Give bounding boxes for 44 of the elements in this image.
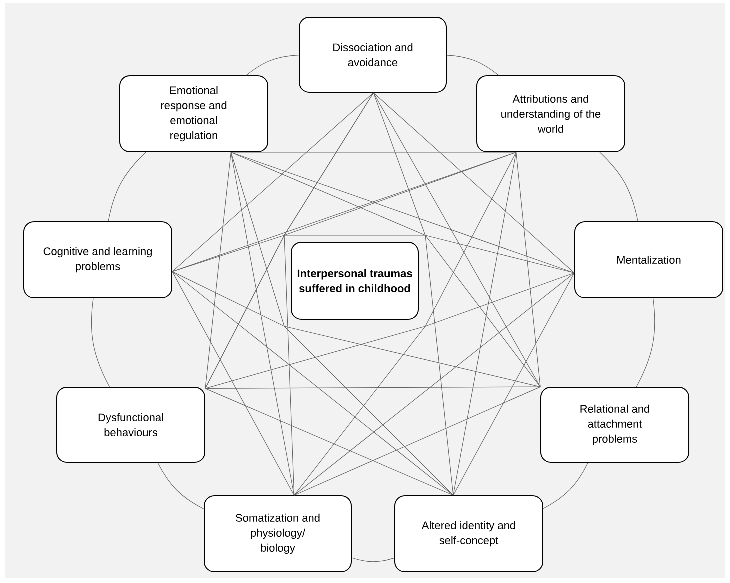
connector-line — [636, 298, 656, 388]
connector-line — [230, 152, 541, 388]
connector-line — [373, 92, 454, 496]
connector-line — [294, 152, 517, 496]
connector-line — [446, 55, 500, 76]
connector-line — [172, 272, 295, 496]
connector-line — [205, 386, 541, 389]
connector-line — [294, 386, 541, 496]
concept-box: Mentalization — [574, 222, 724, 298]
connector-line — [205, 272, 575, 389]
concept-box: Cognitive and learning problems — [24, 222, 172, 298]
connector-line — [543, 462, 588, 510]
connector-line — [158, 462, 204, 510]
connector-line — [600, 152, 638, 222]
concept-box: Attributions and understanding of the world — [476, 76, 626, 152]
connector-line — [230, 152, 295, 496]
connector-line — [172, 235, 575, 274]
connector-line — [294, 272, 575, 496]
connector-line — [373, 92, 541, 388]
connector-line — [205, 152, 232, 389]
connector-line — [246, 55, 300, 76]
connector-line — [453, 152, 517, 496]
concept-box: Dysfunctional behaviours — [56, 387, 206, 463]
connector-line — [373, 92, 575, 274]
concept-box: Dissociation and avoidance — [299, 17, 447, 93]
connector-line — [172, 272, 541, 388]
connector-line — [516, 152, 541, 388]
connector-line — [352, 558, 395, 562]
concept-box: Relational and attachment problems — [540, 387, 690, 463]
concept-box: Somatization and physiology/ biology — [204, 496, 352, 572]
connector-line — [230, 152, 575, 274]
central-box: Interpersonal traumas suffered in childhood — [291, 242, 419, 320]
connector-line — [205, 152, 517, 389]
connector-line — [108, 152, 146, 222]
connector-line — [172, 272, 454, 496]
connector-line — [91, 298, 110, 388]
connector-line — [453, 272, 575, 496]
connector-line — [172, 92, 374, 272]
concept-box: Emotional response and emotional regulation — [120, 76, 268, 152]
connector-line — [230, 152, 454, 496]
connector-line — [205, 388, 454, 496]
connector-line — [230, 152, 517, 153]
connector-line — [284, 92, 374, 496]
concept-box: Altered identity and self-concept — [394, 496, 544, 572]
